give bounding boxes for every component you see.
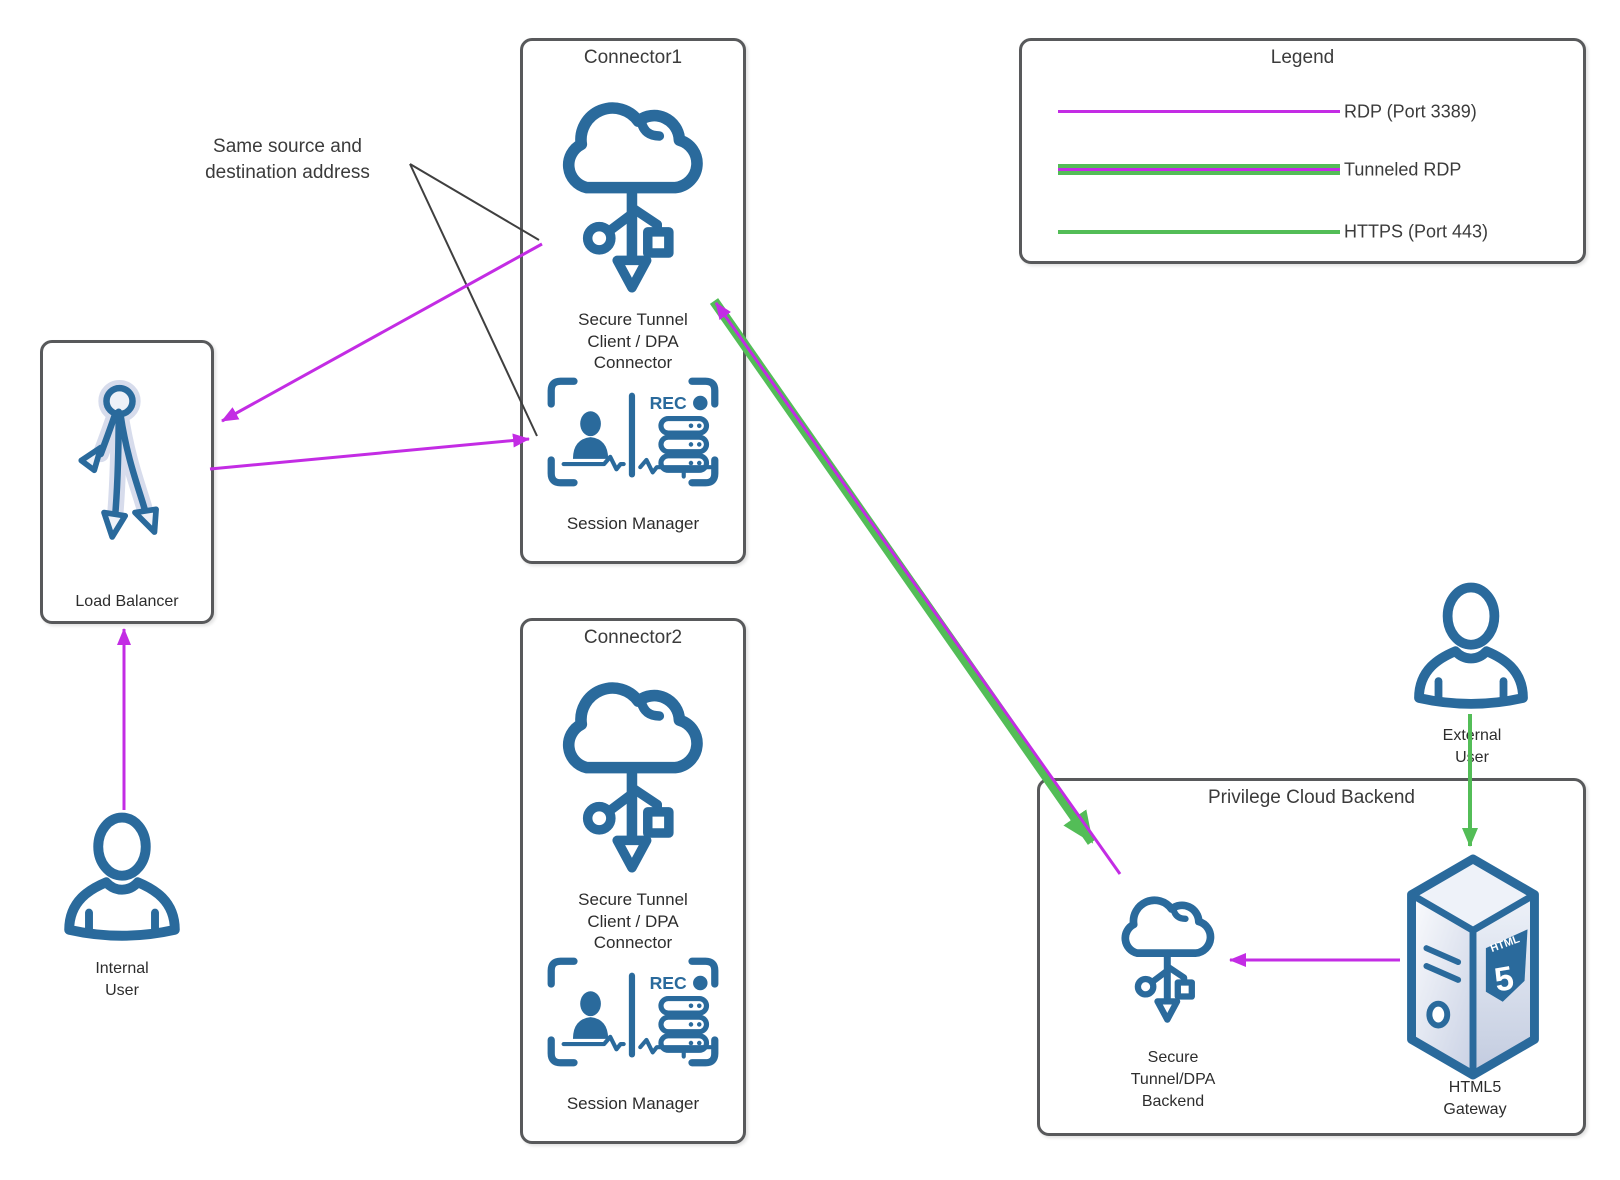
connector1-session-manager-icon: REC — [545, 375, 721, 489]
legend-label-rdp: RDP (Port 3389) — [1344, 101, 1477, 122]
legend-label-tunneled: Tunneled RDP — [1344, 159, 1462, 180]
connector1-cloud-label: Secure Tunnel Client / DPA Connector — [578, 310, 688, 372]
legend-swatch-https — [1058, 230, 1340, 234]
annotation-same-source: Same source and destination address — [205, 136, 370, 183]
connector1-session-label: Session Manager — [566, 514, 700, 533]
tunneled-arrow-green-connector1-to-backend — [709, 298, 1097, 845]
load-balancer-box: Load Balancer — [40, 340, 214, 624]
legend-label-https: HTTPS (Port 443) — [1344, 221, 1489, 242]
connector2-box: Connector2 Secure Tunnel Client / DPA Co… — [520, 618, 746, 1144]
backend-cloud-label: Secure Tunnel/DPA Backend — [1130, 1049, 1216, 1110]
legend-title: Legend — [1270, 47, 1335, 68]
load-balancer-icon — [65, 353, 187, 581]
connector2-cloud-tunnel-icon — [548, 659, 718, 891]
legend-swatch-tunneled — [1058, 164, 1340, 175]
backend-cloud-tunnel-icon — [1112, 881, 1224, 1035]
privilege-cloud-backend-box: Privilege Cloud Backend Secure Tunnel/DP… — [1037, 778, 1586, 1136]
connector2-session-manager-icon: REC — [545, 955, 721, 1069]
connector2-rec-label: REC — [650, 973, 687, 993]
internal-user-icon — [56, 806, 188, 948]
annotation-line-to-session — [409, 163, 538, 437]
load-balancer-label: Load Balancer — [75, 593, 179, 610]
connector2-session-label: Session Manager — [566, 1094, 700, 1113]
connector1-box: Connector1 Secure Tunnel Client / DPA Co… — [520, 38, 746, 564]
privilege-cloud-backend-title: Privilege Cloud Backend — [1207, 787, 1415, 808]
internal-user-label: Internal User — [95, 960, 149, 999]
connector2-title: Connector2 — [583, 627, 683, 648]
legend-box: Legend RDP (Port 3389) Tunneled RDP HTTP… — [1019, 38, 1586, 264]
rdp-arrow-connector1-to-loadbalancer — [221, 242, 543, 423]
html5-gateway-label: HTML5 Gateway — [1443, 1079, 1507, 1118]
rdp-arrow-loadbalancer-to-session-manager — [209, 433, 530, 471]
connector1-cloud-tunnel-icon — [548, 79, 718, 311]
external-user-label: External User — [1442, 727, 1502, 766]
legend-swatch-rdp — [1058, 110, 1340, 113]
connector2-cloud-label: Secure Tunnel Client / DPA Connector — [578, 890, 688, 952]
connector1-rec-label: REC — [650, 393, 687, 413]
html5-gateway-icon: HTML 5 — [1398, 853, 1548, 1081]
connector1-title: Connector1 — [583, 47, 683, 68]
external-user-icon — [1406, 576, 1536, 716]
